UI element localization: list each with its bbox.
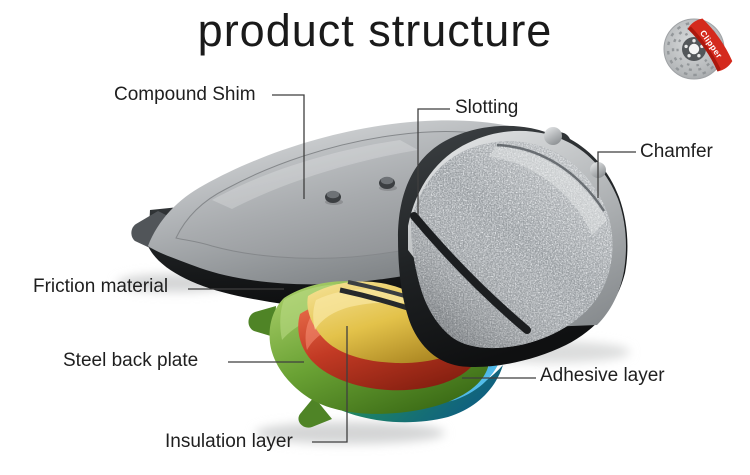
yellow-layer-sheen [313, 289, 430, 330]
friction-pad [398, 125, 628, 368]
texture-top-crease [496, 143, 606, 212]
chamfer-bevel-strip [489, 147, 607, 235]
disc-hub-bore [688, 43, 700, 55]
label-compound-shim: Compound Shim [114, 84, 256, 105]
steel-plate-tab-bottom [298, 397, 332, 428]
shim-sheen [212, 140, 418, 209]
slot-groove [410, 212, 531, 334]
label-steel-back-plate: Steel back plate [63, 350, 199, 371]
label-slotting: Slotting [455, 97, 519, 118]
brand-logo: Clipper [663, 18, 733, 80]
pad-abutment-tab [544, 127, 562, 145]
label-adhesive-layer: Adhesive layer [540, 365, 665, 386]
shim-rivet [325, 190, 343, 205]
leader-slotting [417, 108, 450, 215]
steel-plate-tab-left [248, 306, 276, 337]
shim-rivet [379, 176, 397, 191]
leader-lines [188, 94, 636, 443]
label-friction-material: Friction material [33, 276, 169, 297]
leader-insulation-layer [312, 326, 348, 443]
label-insulation-layer: Insulation layer [165, 431, 293, 452]
leader-compound-shim [272, 94, 305, 199]
page-title: product structure [197, 5, 553, 56]
leader-chamfer [597, 151, 636, 198]
disc-bolt-holes [684, 39, 704, 58]
label-chamfer: Chamfer [640, 141, 713, 162]
